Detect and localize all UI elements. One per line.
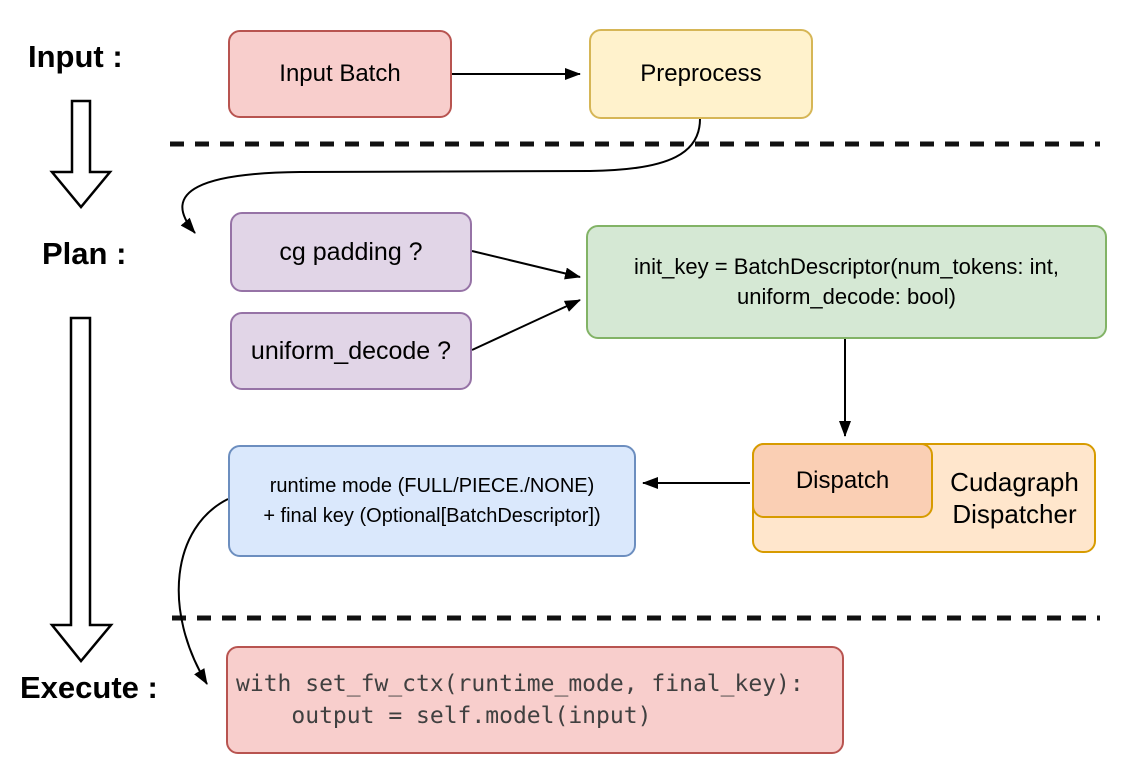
- node-init-key: init_key = BatchDescriptor(num_tokens: i…: [586, 225, 1107, 339]
- phase-label-plan: Plan :: [42, 236, 127, 271]
- node-preprocess: Preprocess: [589, 29, 813, 119]
- node-uniform-decode: uniform_decode ?: [230, 312, 472, 390]
- runtime-mode-line-2: + final key (Optional[BatchDescriptor]): [263, 505, 601, 527]
- phase-label-execute: Execute :: [20, 670, 158, 705]
- node-runtime-mode: runtime mode (FULL/PIECE./NONE) + final …: [228, 445, 636, 557]
- runtime-mode-line-1: runtime mode (FULL/PIECE./NONE): [269, 475, 595, 497]
- node-execute-code: with set_fw_ctx(runtime_mode, final_key)…: [226, 646, 844, 754]
- execute-code-line-2: output = self.model(input): [236, 703, 652, 729]
- block-arrow-plan-to-execute: [49, 316, 114, 663]
- arrow-cg-padding-to-init-key: [471, 250, 581, 280]
- phase-label-input: Input :: [28, 39, 123, 74]
- arrow-runtime-mode-to-execute-code: [177, 498, 229, 685]
- block-arrow-input-to-plan: [49, 99, 113, 209]
- execute-code-line-1: with set_fw_ctx(runtime_mode, final_key)…: [236, 671, 804, 697]
- init-key-line-1: init_key = BatchDescriptor(num_tokens: i…: [634, 254, 1059, 279]
- arrow-preprocess-to-cg-padding: [180, 118, 701, 234]
- node-cg-padding: cg padding ?: [230, 212, 472, 292]
- node-dispatch: Dispatch: [752, 443, 933, 518]
- cudagraph-dispatcher-line-1: Cudagraph: [950, 467, 1079, 497]
- arrow-uniform-decode-to-init-key: [471, 299, 581, 351]
- init-key-line-2: uniform_decode: bool): [737, 284, 956, 309]
- cudagraph-dispatcher-label: Cudagraph Dispatcher: [933, 443, 1096, 553]
- cudagraph-dispatcher-line-2: Dispatcher: [952, 499, 1077, 529]
- node-input-batch: Input Batch: [228, 30, 452, 118]
